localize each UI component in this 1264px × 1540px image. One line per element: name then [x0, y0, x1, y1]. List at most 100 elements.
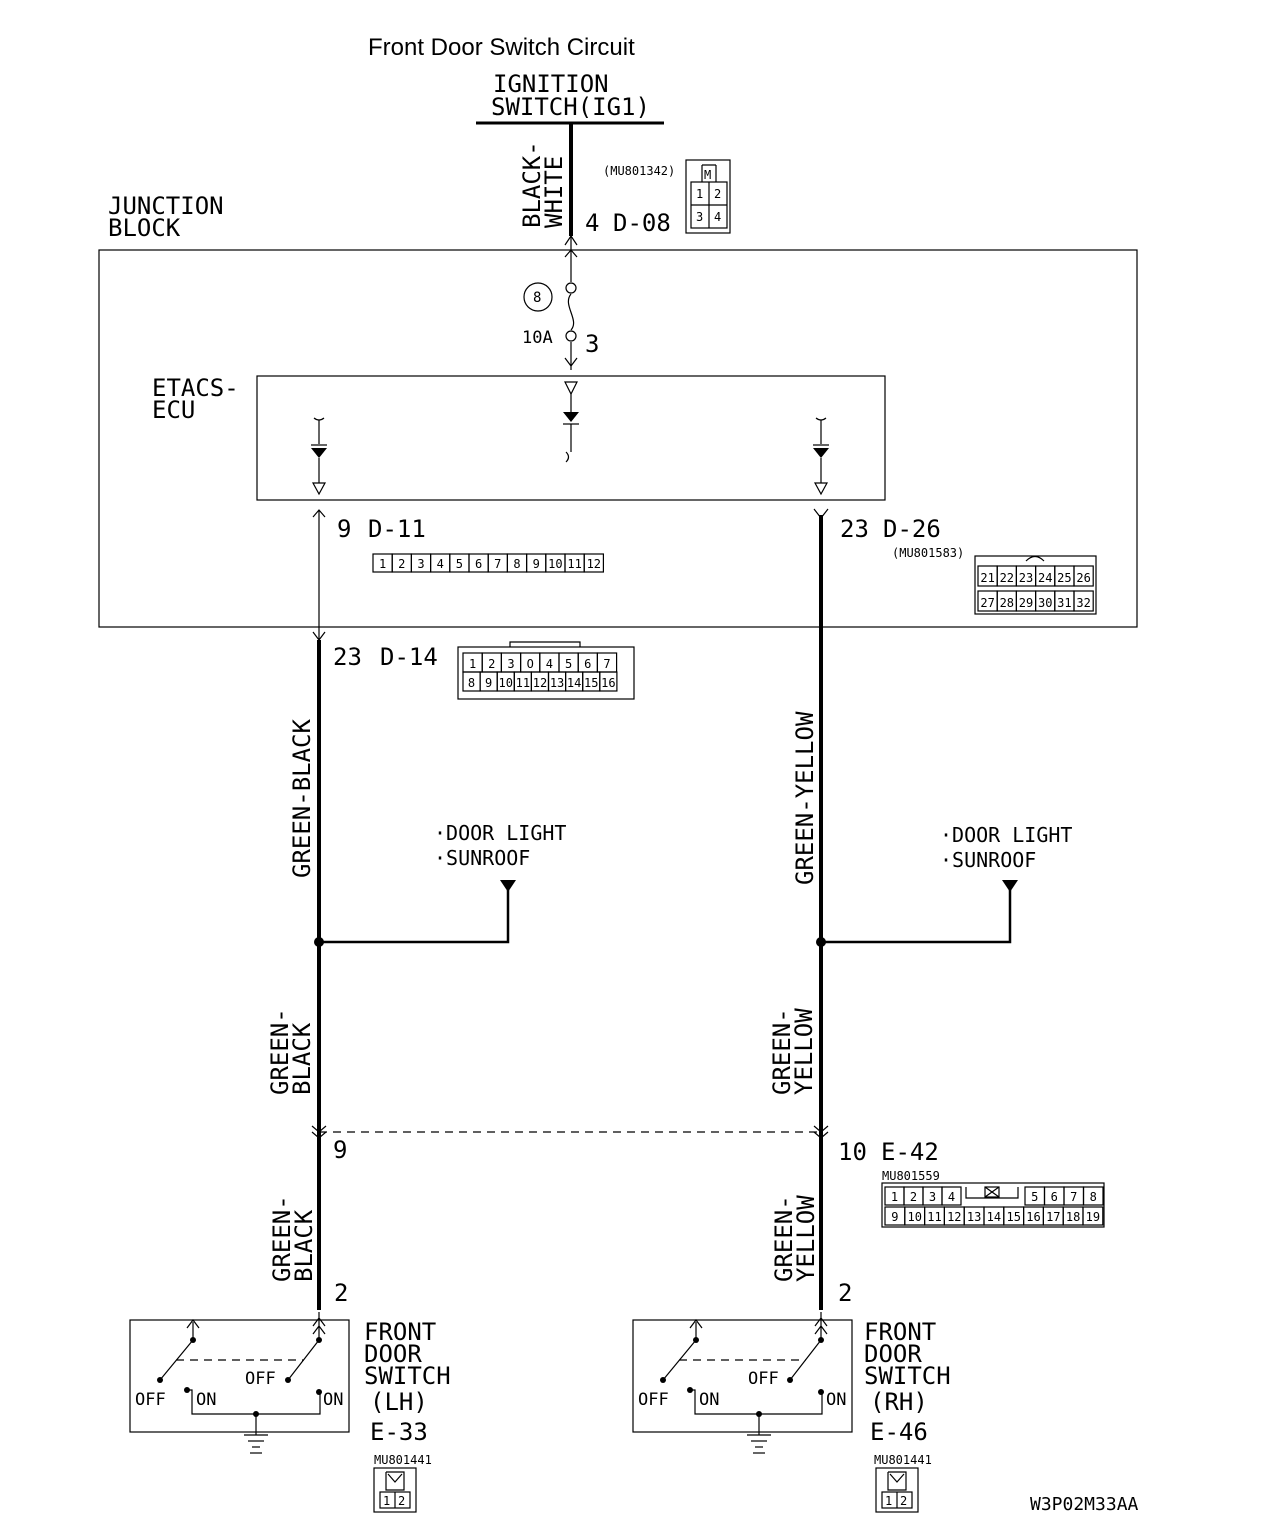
ecu-left-output: [311, 417, 327, 496]
connector-pin-label: 11: [516, 676, 530, 690]
lh-label-4: (LH): [370, 1388, 428, 1416]
ignition-label-1: IGNITION: [493, 70, 609, 98]
connector-pin-label: 1: [891, 1190, 898, 1204]
connector-pin-label: 29: [1019, 596, 1033, 610]
connector-pin-label: 5: [456, 557, 463, 571]
right-feed-sunroof: ·SUNROOF: [940, 848, 1036, 872]
connector-d11: D-11: [368, 515, 426, 543]
right-wire-label-mid-1: GREEN-: [768, 1008, 796, 1095]
rh-off-2: OFF: [748, 1369, 779, 1389]
connector-pin-label: 10: [907, 1210, 921, 1224]
left-feed-wire: [319, 890, 510, 944]
junction-block-label-1: JUNCTION: [108, 192, 224, 220]
ecu-label-2: ECU: [152, 396, 195, 424]
diagram-code: W3P02M33AA: [1030, 1494, 1139, 1515]
part-e42: MU801559: [882, 1169, 940, 1183]
connector-pin-label: 7: [603, 657, 610, 671]
left-splice: [314, 937, 324, 947]
connector-pin-label: 6: [584, 657, 591, 671]
connector-pin-label: 14: [987, 1210, 1001, 1224]
svg-text:1: 1: [696, 187, 703, 201]
fuse-number-circle: [523, 282, 553, 312]
ecu-label-1: ETACS-: [152, 374, 239, 402]
connector-pin-label: 13: [550, 676, 564, 690]
svg-text:2: 2: [900, 1494, 907, 1508]
connector-pin-label: 3: [507, 657, 514, 671]
connector-d14: D-14: [380, 643, 438, 671]
connector-pin-label: 22: [1000, 571, 1014, 585]
left-wire-label-mid-2: BLACK: [288, 1022, 316, 1095]
connector-pin-label: 1: [379, 557, 386, 571]
svg-text:1: 1: [885, 1494, 892, 1508]
front-door-switch-rh: [632, 1312, 853, 1454]
connector-pin-label: 7: [1070, 1190, 1077, 1204]
diagram-title: Front Door Switch Circuit: [368, 34, 635, 61]
pin-d14: 23: [333, 643, 362, 671]
connector-pin-label: 4: [948, 1190, 955, 1204]
ecu-center-input: [563, 381, 579, 463]
connector-pin-label: 32: [1076, 596, 1090, 610]
wire-label-white: WHITE: [540, 156, 568, 228]
lh-label-2: DOOR: [364, 1340, 422, 1368]
ecu-right-output: [813, 417, 829, 496]
fuse-rating: 10A: [522, 328, 553, 348]
connector-pin-label: 28: [1000, 596, 1014, 610]
rh-on-1: ON: [699, 1390, 719, 1410]
connector-pin-label: 18: [1066, 1210, 1080, 1224]
connector-pin-label: 23: [1019, 571, 1033, 585]
ecu-box: [256, 375, 886, 501]
rh-label-1: FRONT: [864, 1318, 936, 1346]
fuse-number: 8: [533, 290, 541, 306]
lh-label-3: SWITCH: [364, 1362, 451, 1390]
rh-label-3: SWITCH: [864, 1362, 951, 1390]
connector-pin-label: 9: [485, 676, 492, 690]
svg-text:2: 2: [714, 187, 721, 201]
wire-label-black: BLACK-: [518, 141, 546, 228]
lh-off-2: OFF: [245, 1369, 276, 1389]
left-wire-label-mid-1: GREEN-: [266, 1008, 294, 1095]
rh-label-4: (RH): [870, 1388, 928, 1416]
connector-pin-label: 12: [533, 676, 547, 690]
connector-pin-label: 12: [587, 557, 601, 571]
connector-pin-label: 9: [533, 557, 540, 571]
front-door-switch-lh: [129, 1312, 350, 1454]
connector-pin-label: 5: [565, 657, 572, 671]
right-pin-switch: 2: [838, 1279, 852, 1307]
left-feed-sunroof: ·SUNROOF: [434, 846, 530, 870]
lh-on-2: ON: [323, 1390, 343, 1410]
rh-on-2: ON: [826, 1390, 846, 1410]
connector-pin-label: 24: [1038, 571, 1052, 585]
connector-pin-label: 30: [1038, 596, 1052, 610]
left-feed-door-light: ·DOOR LIGHT: [434, 821, 566, 845]
connector-pin-label: 9: [891, 1210, 898, 1224]
connector-d26: D-26: [883, 515, 941, 543]
connector-pin-label: 11: [567, 557, 581, 571]
connector-e33: E-33: [370, 1418, 428, 1446]
right-wire-label-upper: GREEN-YELLOW: [791, 711, 819, 885]
connector-pin-label: 2: [910, 1190, 917, 1204]
connector-pin-label: 27: [980, 596, 994, 610]
connector-pin-label: 7: [494, 557, 501, 571]
connector-e46: E-46: [870, 1418, 928, 1446]
connector-e42: E-42: [881, 1138, 939, 1166]
connector-pin-label: O: [527, 657, 534, 671]
connector-pin-label: 4: [546, 657, 553, 671]
svg-text:M: M: [704, 168, 711, 182]
connector-d08: D-08: [613, 209, 671, 237]
part-d08: (MU801342): [603, 164, 675, 178]
connector-pin-label: 8: [513, 557, 520, 571]
ignition-label-2: SWITCH(IG1): [491, 93, 650, 121]
connector-d08-icon: M 1 2 3 4: [685, 159, 731, 234]
connector-pin-label: 14: [567, 676, 581, 690]
left-wire-label-low-1: GREEN-: [268, 1195, 296, 1282]
connector-pin-label: 4: [437, 557, 444, 571]
lh-off-1: OFF: [135, 1390, 166, 1410]
connector-pin-label: 16: [601, 676, 615, 690]
svg-text:3: 3: [696, 210, 703, 224]
part-e46: MU801441: [874, 1453, 932, 1467]
right-wire-label-low-1: GREEN-: [770, 1195, 798, 1282]
connector-pin-label: 13: [967, 1210, 981, 1224]
